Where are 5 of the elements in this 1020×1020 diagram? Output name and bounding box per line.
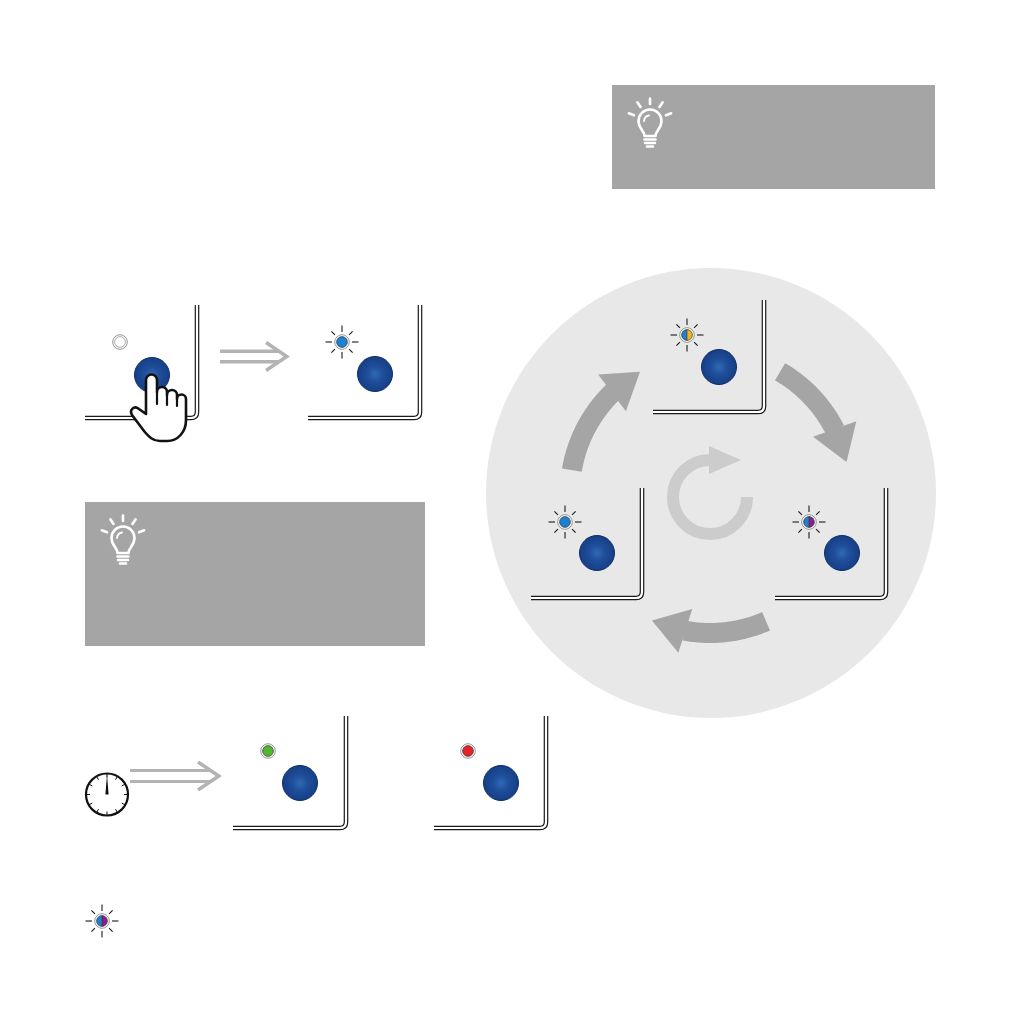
- clock-icon: [84, 772, 130, 817]
- tip-panel: [85, 502, 425, 646]
- double-line-arrow: [130, 760, 222, 792]
- tip-panel: [612, 85, 935, 189]
- double-line-arrow: [220, 340, 290, 373]
